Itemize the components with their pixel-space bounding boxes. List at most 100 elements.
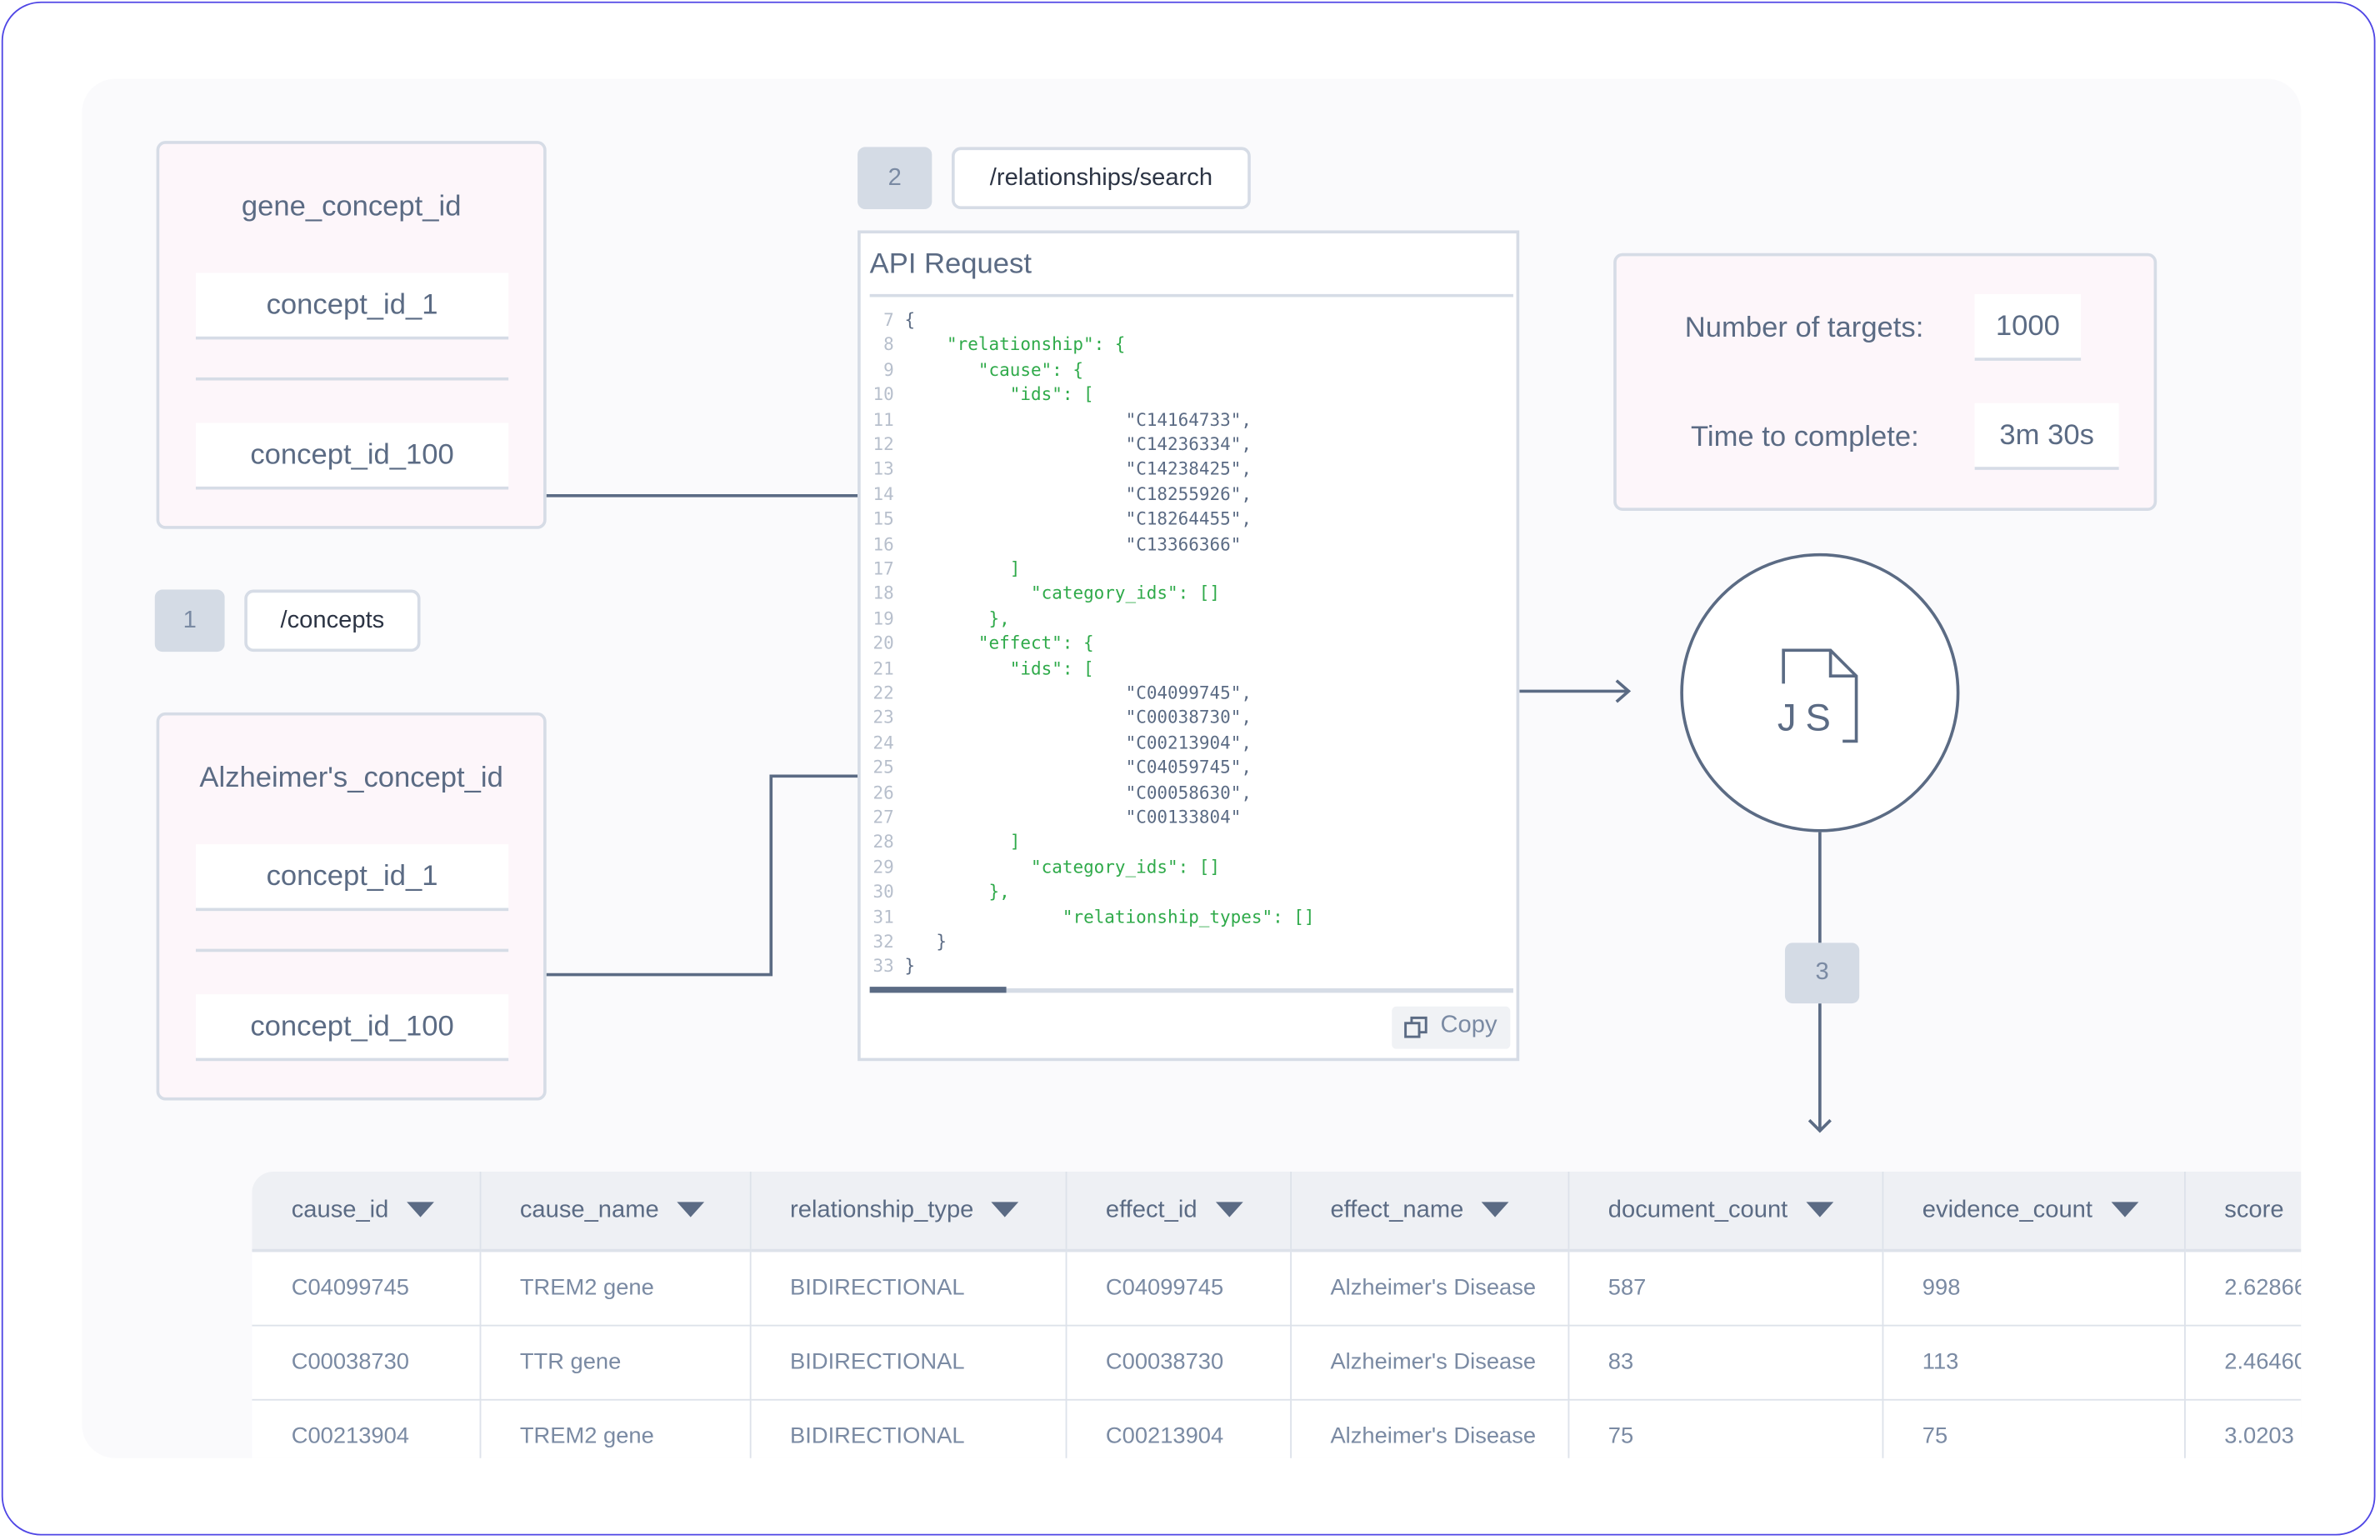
table-cell: C04099745 (1065, 1250, 1292, 1326)
table-cell: 3.0203 (2183, 1398, 2302, 1458)
line-number: 25 (872, 756, 894, 778)
code-text: }, (988, 608, 1010, 629)
code-text: "C18255926", (1125, 482, 1252, 505)
column-header-label: score (2224, 1197, 2284, 1222)
table-cell: 998 (1882, 1250, 2185, 1326)
column-header-effect-name[interactable]: effect_name (1290, 1172, 1569, 1252)
api-title-divider (869, 293, 1513, 298)
results-table-container[interactable]: cause_id cause_name relationship_type effec… (252, 1172, 2302, 1458)
table-cell: Alzheimer's Disease (1290, 1324, 1569, 1400)
horizontal-scrollbar[interactable] (869, 987, 1513, 993)
code-text: "C14236334", (1125, 433, 1252, 455)
field-divider (195, 377, 509, 381)
line-number: 18 (872, 582, 894, 604)
column-header-evidence-count[interactable]: evidence_count (1882, 1172, 2185, 1252)
disease-concept-field-first: concept_id_1 (195, 844, 509, 912)
time-label: Time to complete: (1691, 421, 1919, 453)
js-icon-label: JS (1778, 697, 1840, 739)
disease-concept-card: Alzheimer's_concept_id concept_id_1 conc… (156, 712, 547, 1101)
column-header-cause-id[interactable]: cause_id (252, 1172, 481, 1252)
table-cell: 587 (1568, 1250, 1883, 1326)
column-header-effect-id[interactable]: effect_id (1065, 1172, 1292, 1252)
table-cell: TTR gene (479, 1324, 751, 1400)
line-number: 19 (872, 608, 894, 629)
code-text: }, (988, 881, 1010, 902)
code-text: "category_ids": [] (1031, 582, 1221, 604)
code-text: "effect": { (978, 632, 1094, 654)
column-header-score[interactable]: score (2183, 1172, 2302, 1252)
table-cell: C00038730 (252, 1324, 481, 1400)
api-request-panel: API Request 7{8"relationship": {9"cause"… (858, 230, 1520, 1062)
field-divider (195, 948, 509, 952)
sort-caret-icon[interactable] (2110, 1202, 2138, 1218)
copy-icon (1404, 1016, 1428, 1038)
column-header-relationship-type[interactable]: relationship_type (749, 1172, 1067, 1252)
line-number: 15 (872, 508, 894, 530)
sort-caret-icon[interactable] (1215, 1202, 1243, 1218)
concepts-endpoint-label: /concepts (244, 589, 421, 652)
disease-card-title: Alzheimer's_concept_id (199, 762, 503, 795)
api-request-title: API Request (869, 248, 1032, 281)
line-number: 20 (872, 632, 894, 654)
line-number: 8 (883, 333, 894, 356)
column-header-label: cause_id (291, 1197, 389, 1222)
table-cell: TREM2 gene (479, 1398, 751, 1458)
code-text: "relationship": { (947, 333, 1126, 356)
gene-concept-card: gene_concept_id concept_id_1 concept_id_… (156, 141, 547, 529)
step-2-badge: 2 (858, 147, 932, 210)
line-number: 22 (872, 682, 894, 703)
table-cell: 2.46460 (2183, 1324, 2302, 1400)
line-number: 27 (872, 806, 894, 828)
sort-caret-icon[interactable] (1482, 1202, 1509, 1218)
sort-caret-icon[interactable] (1806, 1202, 1833, 1218)
code-text: "C00058630", (1125, 781, 1252, 803)
line-number: 28 (872, 831, 894, 852)
code-text: "C04099745", (1125, 682, 1252, 703)
column-header-label: effect_name (1330, 1197, 1464, 1222)
line-number: 14 (872, 482, 894, 505)
code-text: "C04059745", (1125, 756, 1252, 778)
code-text: "relationship_types": [] (1062, 905, 1315, 928)
code-text: { (904, 309, 916, 331)
line-number: 16 (872, 532, 894, 554)
js-file-icon: JS (1778, 648, 1858, 743)
table-cell: BIDIRECTIONAL (749, 1398, 1067, 1458)
code-text: } (904, 955, 916, 978)
table-cell: 83 (1568, 1324, 1883, 1400)
code-text: "C00133804" (1125, 806, 1242, 828)
code-text: ] (1009, 558, 1021, 579)
gene-concept-field-last: concept_id_100 (195, 422, 509, 490)
sort-caret-icon[interactable] (677, 1202, 705, 1218)
column-header-label: document_count (1608, 1197, 1788, 1222)
copy-button[interactable]: Copy (1392, 1006, 1511, 1049)
table-cell: BIDIRECTIONAL (749, 1324, 1067, 1400)
table-cell: C04099745 (252, 1250, 481, 1326)
step-3-badge: 3 (1784, 942, 1860, 1004)
table-cell: TREM2 gene (479, 1250, 751, 1326)
code-text: "C14164733", (1125, 408, 1252, 430)
line-number: 24 (872, 732, 894, 753)
code-text: "cause": { (978, 358, 1084, 381)
column-header-label: relationship_type (790, 1197, 974, 1222)
code-text: "C00213904", (1125, 732, 1252, 753)
line-number: 13 (872, 458, 894, 480)
column-header-cause-name[interactable]: cause_name (479, 1172, 751, 1252)
code-text: "C00038730", (1125, 707, 1252, 728)
arrow-right-icon (1615, 679, 1632, 703)
table-cell: Alzheimer's Disease (1290, 1398, 1569, 1458)
column-header-label: evidence_count (1922, 1197, 2092, 1222)
sort-caret-icon[interactable] (992, 1202, 1020, 1218)
line-number: 21 (872, 657, 894, 679)
line-number: 10 (872, 383, 894, 405)
column-header-document-count[interactable]: document_count (1568, 1172, 1883, 1252)
line-number: 7 (883, 309, 894, 331)
sort-caret-icon[interactable] (407, 1202, 435, 1218)
step-1-badge: 1 (154, 589, 225, 652)
code-text: ] (1009, 831, 1021, 852)
scrollbar-thumb[interactable] (869, 987, 1007, 993)
table-header-row: cause_id cause_name relationship_type effec… (252, 1172, 2302, 1252)
